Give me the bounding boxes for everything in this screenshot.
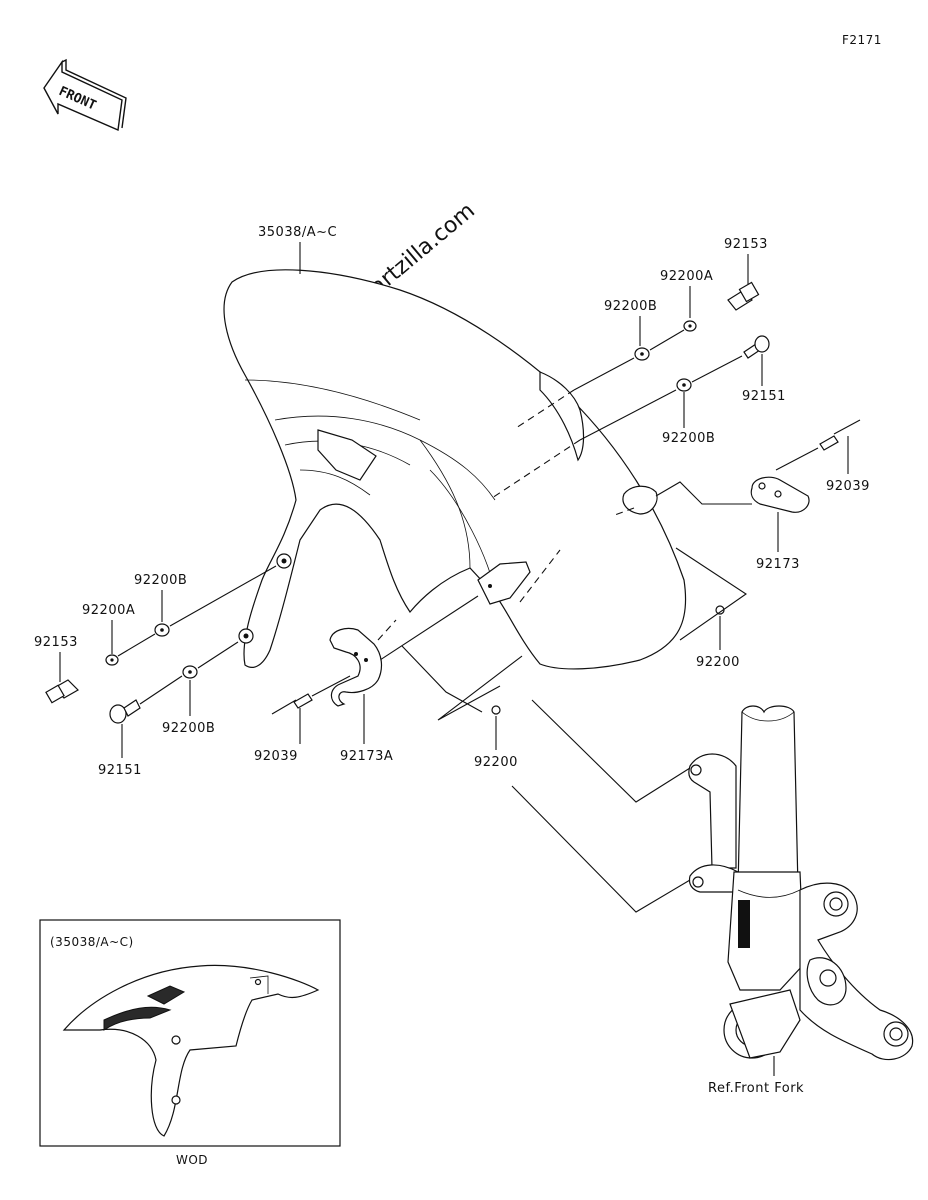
bolt-right <box>727 281 760 311</box>
diagram-code: F2171 <box>842 33 882 47</box>
part-label-washer-center-small: 92200 <box>474 755 518 770</box>
part-label-washer-right-small: 92200 <box>696 655 740 670</box>
part-label-washer-b-left: 92200B <box>134 573 187 588</box>
inset-caption: WOD <box>176 1153 208 1167</box>
screw-right <box>743 335 770 359</box>
inset-title: (35038/A~C) <box>50 935 134 949</box>
inset-decal-icon <box>146 985 186 1005</box>
part-label-washer-b-upper: 92200B <box>604 299 657 314</box>
bolt-left <box>45 679 79 704</box>
part-label-fender: 35038/A~C <box>258 225 337 240</box>
part-label-rivet-left: 92039 <box>254 749 298 764</box>
rivet-left <box>271 693 313 715</box>
rivet-right <box>819 419 861 451</box>
front-fork <box>688 705 914 1061</box>
part-label-clamp-left: 92173A <box>340 749 393 764</box>
part-label-washer-b-left-lower: 92200B <box>162 721 215 736</box>
part-label-rivet-right: 92039 <box>826 479 870 494</box>
part-label-washer-b-right: 92200B <box>662 431 715 446</box>
part-label-front-fork: Ref.Front Fork <box>708 1081 804 1096</box>
clamp-left <box>329 627 383 707</box>
front-fender <box>223 269 687 670</box>
variant-inset: (35038/A~C) <box>39 919 341 1147</box>
part-label-washer-a-left: 92200A <box>82 603 135 618</box>
part-label-screw-right: 92151 <box>742 389 786 404</box>
part-label-screw-left: 92151 <box>98 763 142 778</box>
part-label-bolt-right: 92153 <box>724 237 768 252</box>
clamp-right <box>750 476 810 513</box>
screw-left <box>109 699 141 724</box>
part-label-clamp-right: 92173 <box>756 557 800 572</box>
front-arrow-icon: FRONT <box>43 58 127 132</box>
part-label-bolt-left: 92153 <box>34 635 78 650</box>
part-label-washer-a-right: 92200A <box>660 269 713 284</box>
